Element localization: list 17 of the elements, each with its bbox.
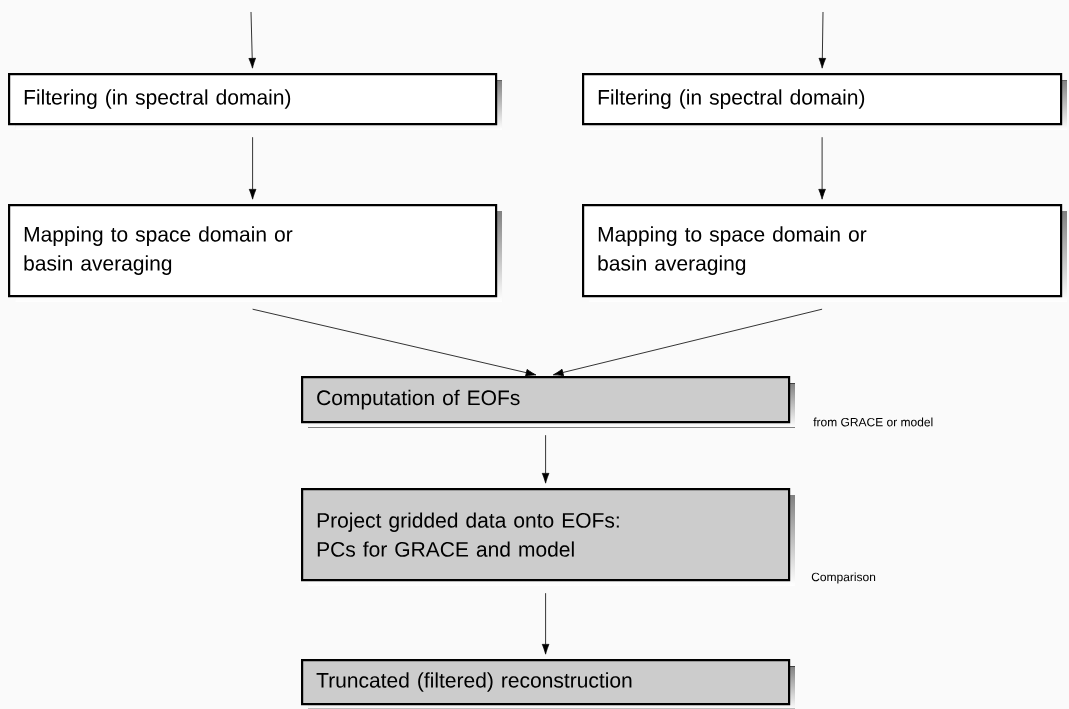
side-note: from GRACE or model [813, 417, 933, 427]
arrow [252, 308, 537, 377]
process-box: Filtering (in spectral domain) [582, 73, 1067, 130]
arrow [248, 11, 256, 69]
arrow [552, 308, 823, 377]
arrow [818, 11, 827, 69]
process-box: Truncated (filtered) reconstruction [301, 659, 795, 709]
process-box: Mapping to space domain or basin averaging [8, 204, 502, 302]
arrow [541, 592, 550, 655]
arrow [248, 136, 257, 200]
process-box: Computation of EOFs [301, 376, 795, 428]
arrow [818, 136, 826, 200]
process-box: Filtering (in spectral domain) [8, 73, 502, 130]
process-box: Project gridded data onto EOFs: PCs for GRACE and model [301, 488, 795, 586]
arrow [541, 434, 550, 484]
side-note: Comparison [811, 572, 876, 584]
process-box: Mapping to space domain or basin averaging [582, 204, 1067, 302]
